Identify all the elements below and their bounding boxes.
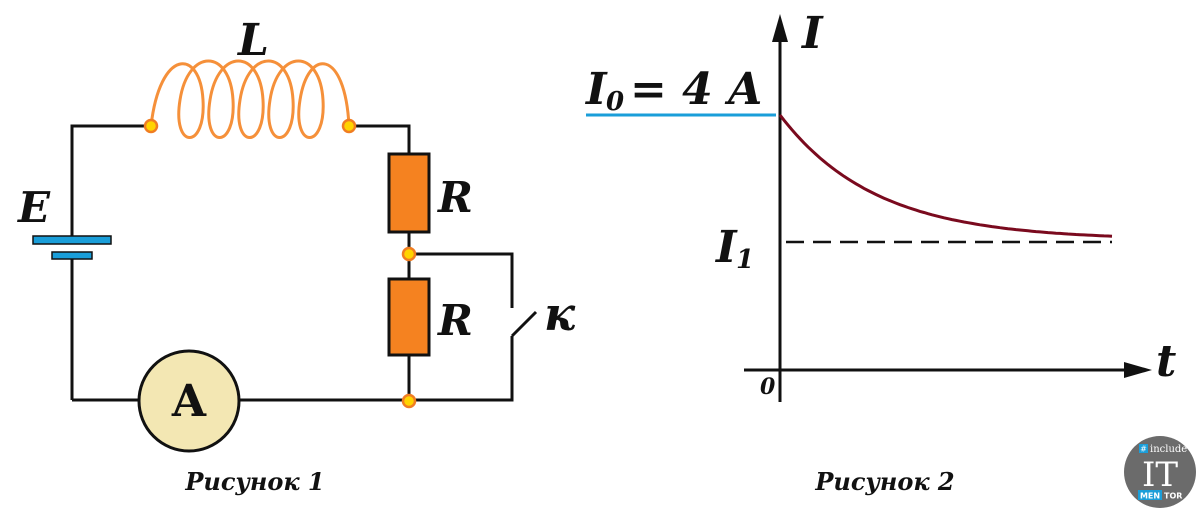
- figure2-caption: Рисунок 2: [814, 467, 954, 496]
- node-bottom: [401, 393, 417, 409]
- graph-figure: I t 0 I 0 = 4 A I 1 Рисунок 2: [584, 8, 1176, 496]
- resistor-top: [387, 152, 431, 234]
- i0-sub: 0: [606, 87, 624, 117]
- logo-men: MEN: [1140, 492, 1160, 501]
- switch-label: к: [544, 287, 576, 341]
- i0-label: I 0 = 4 A: [584, 64, 762, 117]
- x-axis-arrow: [1124, 362, 1152, 378]
- figure1-caption: Рисунок 1: [184, 467, 324, 496]
- logo-it: IT: [1142, 455, 1178, 495]
- logo-tor: TOR: [1164, 492, 1182, 501]
- inductor-label: L: [236, 15, 269, 66]
- logo-include: include: [1150, 444, 1187, 455]
- logo-hash: #: [1140, 445, 1147, 454]
- wire-left-top: [70, 124, 151, 237]
- switch-blade: [510, 310, 538, 338]
- ammeter-label: A: [171, 376, 207, 427]
- battery-short-plate: [51, 251, 93, 260]
- ammeter: [137, 349, 241, 453]
- resistor-bottom: [387, 277, 431, 357]
- logo-hash-box: [1139, 444, 1148, 453]
- source-label: E: [17, 183, 51, 232]
- resistor-bottom-label: R: [437, 296, 473, 345]
- wire-switch-bottom: [409, 336, 514, 402]
- resistor-top-label: R: [437, 173, 473, 222]
- circuit-nodes: [143, 118, 417, 409]
- i1-label: I 1: [714, 222, 754, 275]
- wire-switch-top: [409, 252, 514, 308]
- battery-long-plate: [32, 235, 112, 245]
- y-axis-arrow: [772, 14, 788, 42]
- x-axis-label: t: [1156, 336, 1176, 387]
- inductor-coil: [149, 59, 351, 139]
- node-inductor-left: [143, 118, 159, 134]
- circuit-figure: A L E R R к Рисунок 1: [17, 15, 576, 496]
- i0-main: I: [584, 64, 608, 115]
- i0-value: = 4 A: [630, 64, 762, 115]
- node-resistor-mid: [401, 246, 417, 262]
- logo-men-box: [1138, 490, 1162, 500]
- node-inductor-right: [341, 118, 357, 134]
- wire-right-top: [349, 124, 411, 154]
- decay-curve: [778, 114, 1113, 238]
- y-axis-label: I: [800, 8, 824, 59]
- i1-sub: 1: [736, 245, 754, 275]
- itmentor-logo: # include IT MEN TOR: [1124, 436, 1196, 508]
- origin-label: 0: [760, 374, 776, 400]
- circuit-wires: [70, 124, 538, 402]
- i1-main: I: [714, 222, 738, 273]
